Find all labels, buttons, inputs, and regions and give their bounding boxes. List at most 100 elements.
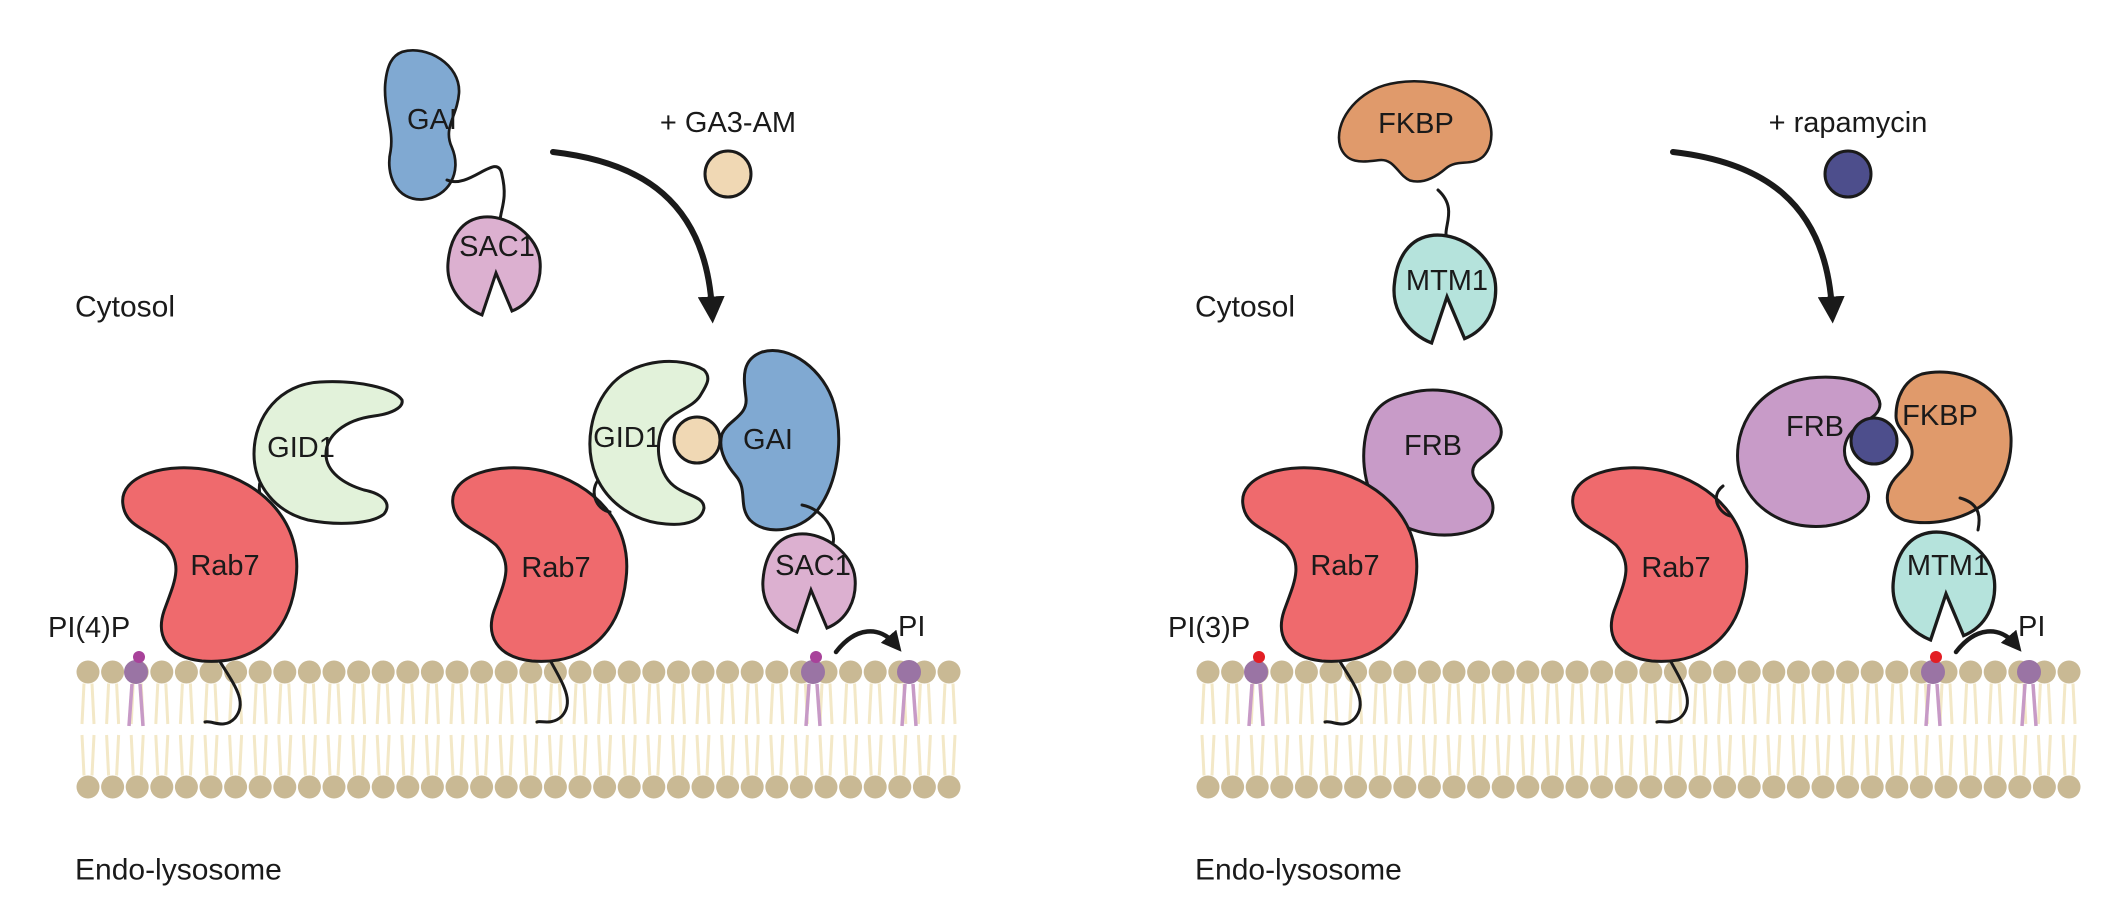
fkbp-protein (1337, 80, 1493, 183)
lipid-head (199, 660, 223, 684)
dimerization-arrow (1670, 149, 1845, 324)
region-label-cytosol: Cytosol (75, 291, 175, 324)
lipid-head (1663, 775, 1687, 799)
complex-right-label: GAI (743, 424, 793, 456)
linker (445, 165, 506, 224)
lipid-head (494, 660, 518, 684)
lipid-head (863, 775, 887, 799)
lipid-head (1417, 775, 1441, 799)
lipid-head (1934, 775, 1958, 799)
lipid-head (716, 775, 740, 799)
lipid-head (568, 775, 592, 799)
complex-right-label: FKBP (1902, 400, 1978, 432)
lipid-head (199, 775, 223, 799)
lipid-head (273, 660, 297, 684)
lipid-head (371, 660, 395, 684)
lipid-head (1885, 660, 1909, 684)
lipid-head (101, 775, 125, 799)
lipid-head (347, 775, 371, 799)
lipid-head (1614, 660, 1638, 684)
phosphate-group (1930, 651, 1942, 663)
ligand-icon (703, 149, 753, 199)
sac1-protein (446, 215, 542, 317)
lipid-head (101, 660, 125, 684)
lipid-head (248, 660, 272, 684)
lipid-head (716, 660, 740, 684)
ligand-icon (1823, 149, 1873, 199)
rab7-label: Rab7 (1641, 552, 1710, 584)
complex-phosphatase-label: SAC1 (775, 550, 851, 582)
lipid-head (1270, 775, 1294, 799)
region-label-endo-lysosome: Endo-lysosome (75, 854, 282, 887)
lipid-head (322, 775, 346, 799)
lipid-head (470, 660, 494, 684)
lipid-head (1737, 775, 1761, 799)
partner-label: GID1 (267, 432, 335, 464)
lipid-head (1516, 660, 1540, 684)
lipid-head (1442, 775, 1466, 799)
fkbp-complex (1885, 370, 2013, 525)
lipid-head (1467, 660, 1491, 684)
linker (1436, 188, 1451, 242)
lipid-head (765, 775, 789, 799)
gai-complex (719, 349, 841, 532)
mtm1-complex (1891, 530, 1997, 643)
lipid-head (76, 660, 100, 684)
lipid-head (2057, 775, 2081, 799)
frb-complex (1736, 375, 1882, 528)
lipid-head (1467, 775, 1491, 799)
lipid-head (470, 775, 494, 799)
complex-left-label: GID1 (593, 422, 661, 454)
lipid-head (371, 775, 395, 799)
lipid-head (1836, 775, 1860, 799)
lipid-head (420, 775, 444, 799)
lipid-head (1762, 775, 1786, 799)
linker (1958, 496, 1981, 532)
lipid-head (396, 775, 420, 799)
mtm1-protein (1392, 233, 1498, 346)
lipid-head (642, 775, 666, 799)
lipid-head (1368, 775, 1392, 799)
lipid-head (396, 660, 420, 684)
rab7-label: Rab7 (190, 550, 259, 582)
lipid-head (1540, 660, 1564, 684)
rab-membrane-tether (1655, 654, 1689, 724)
lipid-head (1516, 775, 1540, 799)
lipid-head (1688, 775, 1712, 799)
lipid-head (1245, 775, 1269, 799)
lipid-head (740, 660, 764, 684)
reagent-label: + rapamycin (1769, 107, 1928, 139)
lipid-head (1713, 775, 1737, 799)
lipid-head (1811, 660, 1835, 684)
lipid-head (273, 775, 297, 799)
lipid-head (1983, 775, 2007, 799)
lipid-head (1196, 660, 1220, 684)
lipid-head (1737, 660, 1761, 684)
lipid-head (740, 775, 764, 799)
lipid-head (1590, 660, 1614, 684)
lipid-head (1836, 660, 1860, 684)
substrate-lipid-target (1921, 651, 1945, 727)
lipid-heads (1196, 660, 2081, 799)
substrate-lipid-target (801, 651, 825, 727)
lipid-head (593, 775, 617, 799)
substrate-lipid (1244, 651, 1268, 727)
rab7-protein (451, 466, 629, 663)
gai-protein (383, 49, 461, 201)
rab-membrane-tether (535, 654, 569, 724)
lipid-head (568, 660, 592, 684)
lipid-head (1614, 775, 1638, 799)
sac1-complex (761, 532, 857, 634)
lipid-head (1221, 660, 1245, 684)
substrate-lipid (124, 651, 148, 727)
lipid-head (617, 660, 641, 684)
lipid-head (1688, 660, 1712, 684)
membrane-bilayer-right (1196, 660, 2081, 799)
lipid-head (1294, 775, 1318, 799)
